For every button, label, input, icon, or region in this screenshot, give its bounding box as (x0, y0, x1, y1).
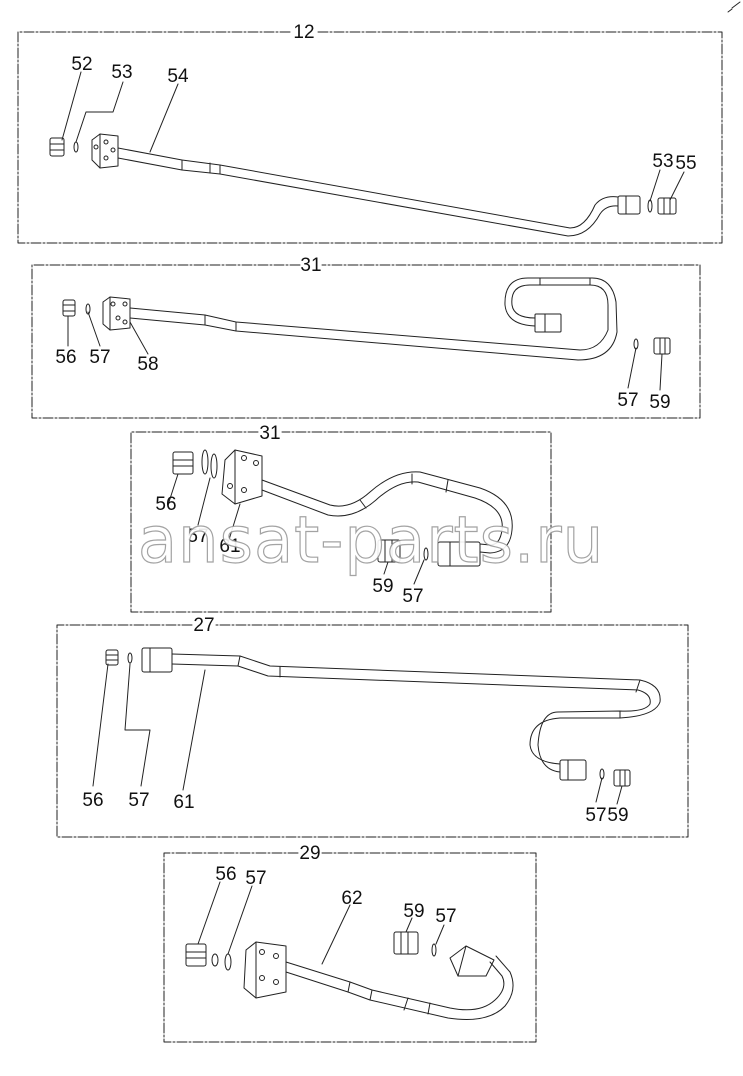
callout-61: 61 (219, 536, 240, 557)
group-frame-3 (130, 431, 552, 613)
pipe-58 (62, 277, 671, 361)
pipe-62 (185, 931, 514, 1020)
callout-59: 59 (403, 901, 424, 922)
pipe-54 (49, 133, 677, 237)
group-frame-1 (17, 31, 723, 244)
callout-59: 59 (649, 392, 670, 413)
group-frame-4 (56, 624, 689, 838)
callout-57: 57 (245, 868, 266, 889)
leaders-group-2 (67, 311, 663, 391)
callout-56: 56 (55, 347, 76, 368)
leaders-group-5 (197, 881, 445, 965)
callout-57: 57 (187, 526, 208, 547)
leaders-group-1 (61, 71, 685, 202)
pipe-61-a (172, 449, 513, 567)
callout-54: 54 (167, 66, 189, 87)
callout-56: 56 (155, 494, 176, 515)
callout-57: 57 (435, 906, 456, 927)
callout-56: 56 (215, 864, 236, 885)
group-label-4: 27 (193, 615, 214, 636)
callout-56: 56 (82, 790, 103, 811)
callout-53: 53 (652, 151, 673, 172)
callout-61: 61 (173, 792, 194, 813)
callout-59: 59 (607, 805, 628, 826)
group-frame-5 (163, 852, 537, 1043)
callout-57: 57 (617, 390, 638, 411)
callout-57: 57 (585, 805, 606, 826)
callout-55: 55 (675, 153, 696, 174)
leaders-group-3 (167, 473, 425, 585)
callout-62: 62 (341, 888, 362, 909)
group-label-2: 31 (300, 255, 321, 276)
watermark: ansat-parts.ru (138, 504, 604, 578)
callout-52: 52 (71, 54, 92, 75)
callout-53: 53 (111, 62, 132, 83)
group-frame-2 (31, 264, 701, 419)
leaders-group-4 (92, 663, 623, 805)
group-label-3: 31 (259, 423, 280, 444)
callout-58: 58 (137, 354, 158, 375)
callout-57: 57 (128, 790, 149, 811)
callout-57: 57 (402, 586, 423, 607)
corner-mark (727, 1, 741, 13)
group-label-5: 29 (299, 843, 320, 864)
callout-59: 59 (372, 576, 393, 597)
group-label-1: 12 (293, 22, 314, 43)
callout-57: 57 (89, 347, 110, 368)
pipe-61-b (105, 647, 661, 787)
